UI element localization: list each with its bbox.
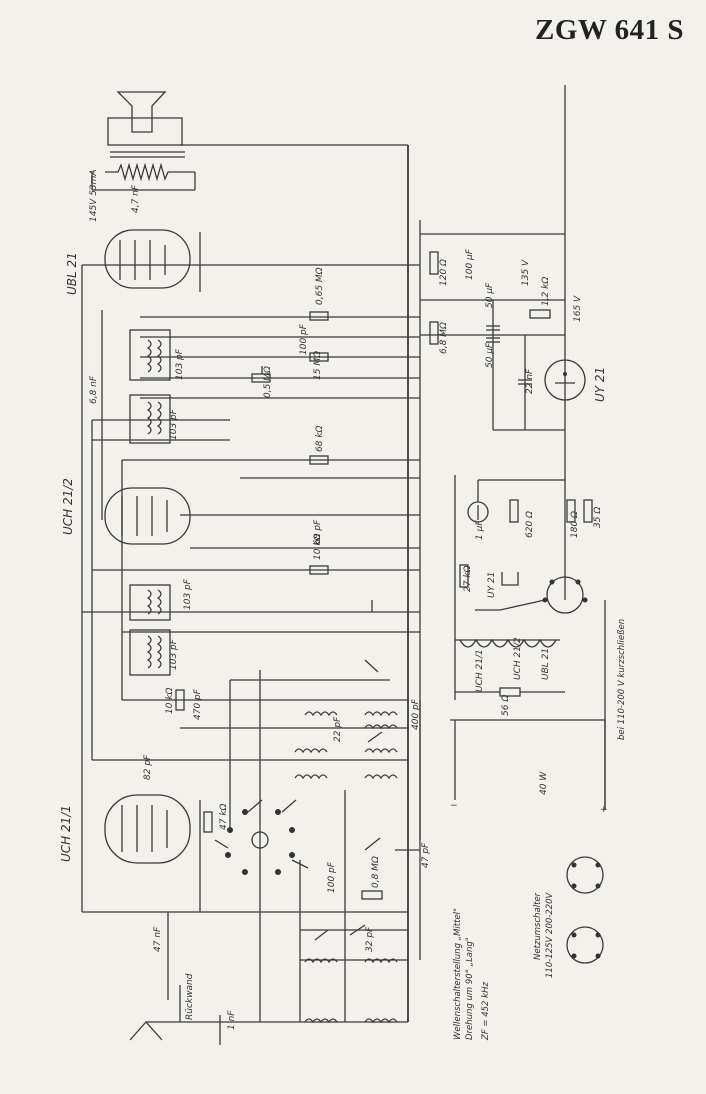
svg-text:1,2 kΩ: 1,2 kΩ	[541, 277, 551, 306]
svg-text:27 kΩ: 27 kΩ	[463, 565, 473, 592]
cap-470pf: 470 pF	[193, 688, 203, 720]
tube-uch21-1: UCH 21/1	[59, 794, 191, 864]
netz-voltages: 110-125V 200-220V	[545, 891, 555, 978]
tube-label-uch21-1: UCH 21/1	[59, 805, 73, 862]
ubl-rating-label: 145V 53mA	[89, 169, 99, 222]
svg-text:56 Ω: 56 Ω	[501, 695, 511, 716]
svg-text:620 Ω: 620 Ω	[525, 511, 535, 538]
svg-text:35 Ω: 35 Ω	[593, 507, 603, 528]
cap-68pf: 68 pF	[313, 519, 323, 545]
tube-uch21-2: UCH 21/2	[61, 478, 191, 545]
ruckwand-label: Rückwand	[185, 973, 195, 1020]
svg-text:10 kΩ: 10 kΩ	[165, 687, 175, 714]
svg-text:0,65 MΩ: 0,65 MΩ	[315, 267, 325, 305]
power-supply: 120 Ω 100 µF 135 V 50 µF 1,2 kΩ 165 V 6,…	[429, 248, 583, 431]
cap-22pf: 22 pF	[333, 716, 343, 742]
resistor-68k: 68 kΩ	[309, 425, 329, 465]
svg-text:165 V: 165 V	[573, 295, 583, 322]
svg-text:47 kΩ: 47 kΩ	[219, 803, 229, 830]
cap-100pf-a: 100 pF	[299, 323, 309, 355]
if-transformer-4: 103 pF	[129, 629, 179, 676]
svg-text:50 µF: 50 µF	[485, 282, 495, 308]
svg-text:UCH 21/2: UCH 21/2	[513, 637, 523, 680]
cap-103pf-b: 103 pF	[169, 408, 179, 440]
cap-400pf: 400 pF	[411, 698, 421, 730]
potentiometer-05: 0,5 MΩ	[251, 366, 273, 398]
resistor-065: 0,65 MΩ	[309, 267, 329, 321]
resistor-10k-b: 10 kΩ	[165, 687, 185, 714]
svg-text:0,5 MΩ: 0,5 MΩ	[263, 366, 273, 398]
svg-text:180 Ω: 180 Ω	[570, 511, 580, 538]
wave-switch	[214, 799, 309, 875]
cap-100pf-c: 100 pF	[327, 861, 337, 893]
cap-82pf: 82 pF	[143, 754, 153, 780]
svg-text:103 pF: 103 pF	[183, 578, 193, 610]
svg-text:103 pF: 103 pF	[169, 638, 179, 670]
svg-text:120 Ω: 120 Ω	[439, 259, 449, 286]
svg-text:22 nF: 22 nF	[525, 368, 535, 394]
resistor-47k: 47 kΩ	[203, 803, 229, 833]
if-transformer-1: 103 pF	[129, 329, 185, 381]
netzumschalter-label: Netzumschalter	[533, 892, 543, 960]
svg-text:135 V: 135 V	[521, 259, 531, 286]
tube-label-ubl21: UBL 21	[65, 252, 79, 295]
if-transformer-2: 103 pF	[129, 394, 179, 444]
oscillator-coils	[294, 600, 398, 1024]
cap-47pf: 47 pF	[421, 842, 431, 868]
resistor-08m: 0,8 MΩ	[361, 856, 383, 900]
svg-text:UCH 21/1: UCH 21/1	[475, 649, 485, 692]
speaker: 4,7 nF	[91, 91, 196, 213]
heater-chain: 1 µF 620 Ω 180 Ω 35 Ω 27 kΩ UY 21 UCH 21…	[450, 475, 627, 815]
svg-text:10 kΩ: 10 kΩ	[313, 533, 323, 560]
svg-text:−: −	[450, 801, 458, 811]
cap-1nf: 1 nF	[227, 1010, 237, 1030]
if-transformer-3: 103 pF	[129, 578, 193, 621]
speaker-cap-label: 4,7 nF	[131, 184, 141, 213]
kurzschliessen-note: bei 110-200 V kurzschließen	[617, 619, 627, 740]
svg-text:100 µF: 100 µF	[465, 248, 475, 280]
svg-text:UY 21: UY 21	[487, 572, 497, 598]
power-40w: 40 W	[539, 771, 549, 795]
svg-text:+: +	[600, 805, 608, 815]
main-wiring	[81, 85, 566, 1023]
svg-text:1 µF: 1 µF	[475, 520, 485, 540]
antenna-input: 47 nF Rückwand 1 nF	[129, 912, 237, 1045]
page-title: ZGW 641 S	[534, 14, 684, 46]
svg-text:68 kΩ: 68 kΩ	[315, 425, 325, 452]
svg-text:50 µF: 50 µF	[485, 342, 495, 368]
svg-text:15 MΩ: 15 MΩ	[313, 351, 323, 380]
wave-switch-note-1: Wellenschalterstellung „Mittel"	[453, 908, 463, 1040]
wave-switch-note-2: Drehung um 90° „Lang"	[465, 937, 475, 1040]
cap-32pf: 32 pF	[365, 926, 375, 952]
tube-label-uch21-2: UCH 21/2	[61, 478, 75, 535]
tube-uy21: UY 21	[544, 359, 607, 402]
svg-text:UBL 21: UBL 21	[541, 648, 551, 680]
cap-103pf-a: 103 pF	[175, 348, 185, 380]
tube-ubl21: UBL 21 145V 53mA	[65, 169, 191, 295]
svg-text:6,8 MΩ: 6,8 MΩ	[439, 322, 449, 354]
svg-text:0,8 MΩ: 0,8 MΩ	[371, 856, 381, 888]
resistor-10k-a: 10 kΩ	[309, 533, 329, 575]
cap-6-8nf: 6,8 nF	[89, 375, 99, 404]
resistor-15m: 15 MΩ	[309, 351, 329, 380]
notes: Wellenschalterstellung „Mittel" Drehung …	[453, 908, 491, 1041]
zf-note: ZF = 452 kHz	[481, 982, 491, 1041]
mains-switch: Netzumschalter 110-125V 200-220V	[533, 856, 604, 978]
tube-label-uy21: UY 21	[593, 367, 607, 402]
svg-text:47 nF: 47 nF	[153, 926, 163, 952]
